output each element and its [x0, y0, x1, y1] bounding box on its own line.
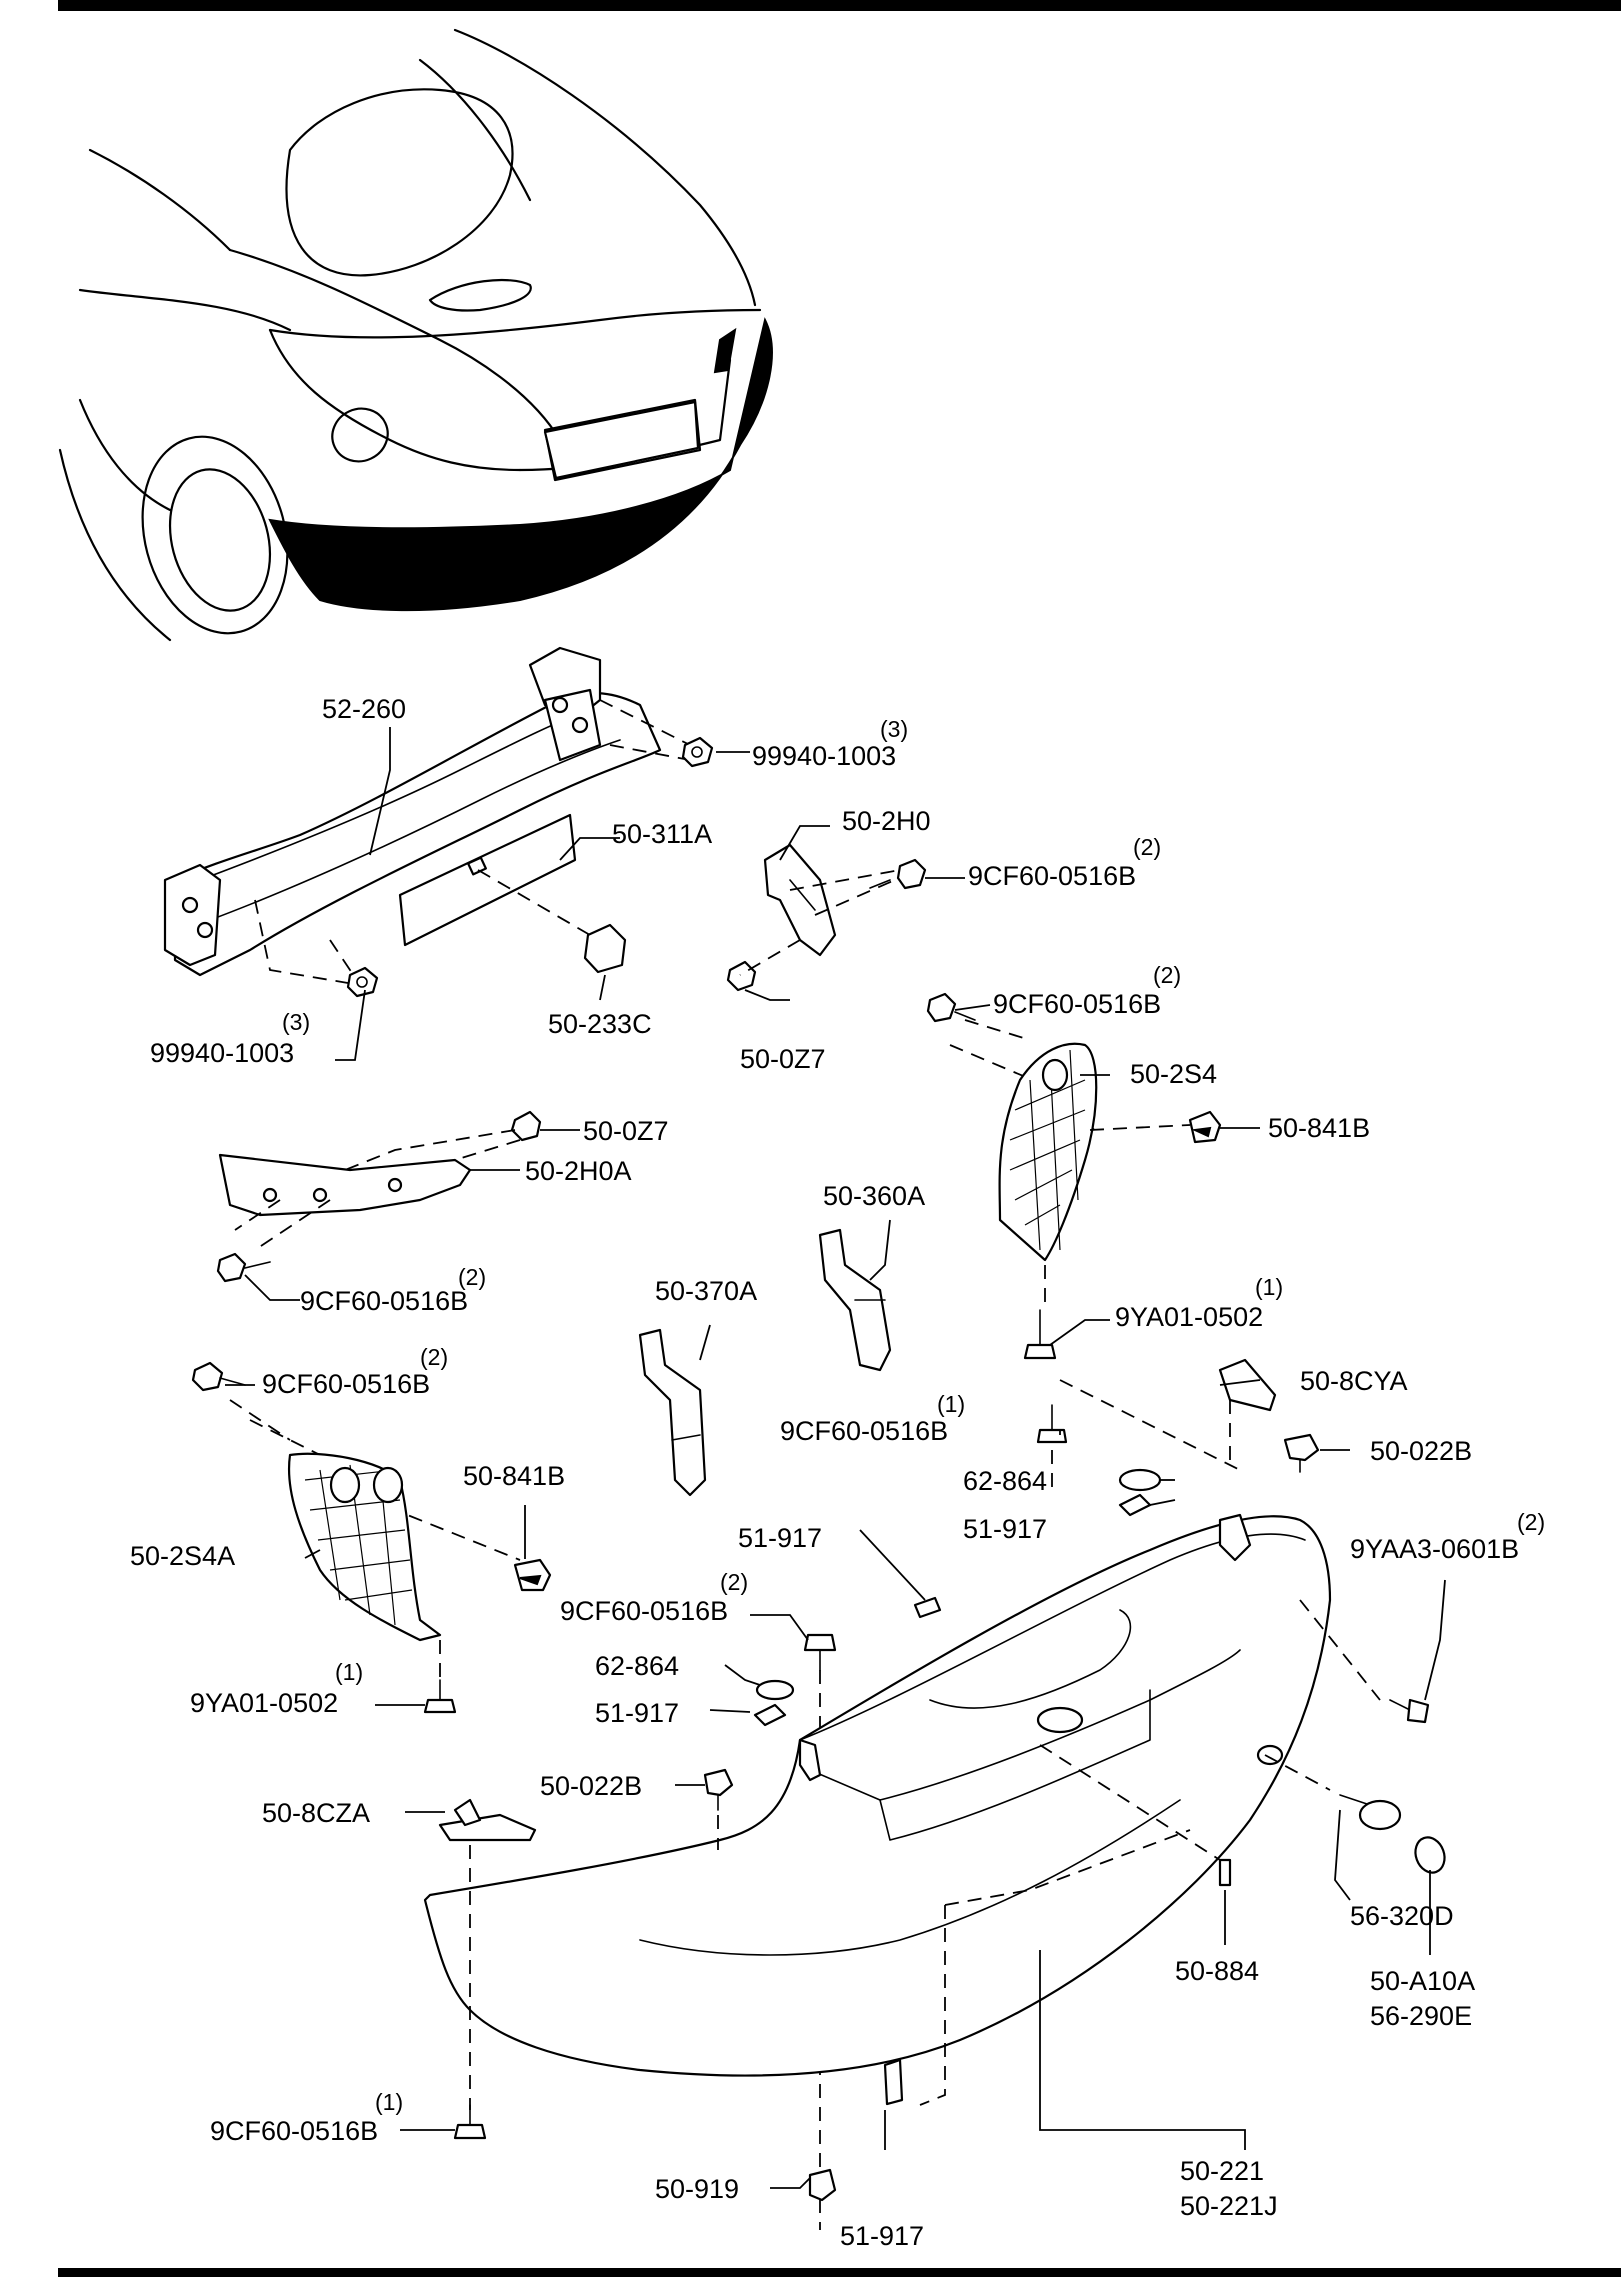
- label-56-320D: 56-320D: [1350, 1901, 1454, 1931]
- qty-9CF60-0516B-g: (1): [375, 2089, 403, 2115]
- top-border-bar: [58, 0, 1621, 11]
- bumper-fascia-50-221: [423, 1513, 1332, 2077]
- bolt-9CF60-0516B-d: [1036, 1404, 1068, 1444]
- clip-50-022B-left: [703, 1768, 734, 1811]
- label-9YA01-0502-right: 9YA01-0502: [1115, 1302, 1263, 1332]
- label-9YA01-0502-left: 9YA01-0502: [190, 1688, 338, 1718]
- clip-50-841B-right: [1188, 1110, 1222, 1144]
- cap-50-A10A: [1414, 1836, 1446, 1874]
- label-50-0Z7-a: 50-0Z7: [740, 1044, 826, 1074]
- bolt-9CF60-0516B-b: [926, 992, 976, 1023]
- license-bracket-50-311A: [398, 813, 577, 947]
- label-50-2S4: 50-2S4: [1130, 1059, 1217, 1089]
- label-50-0Z7-b: 50-0Z7: [583, 1116, 669, 1146]
- label-9CF60-0516B-b: 9CF60-0516B: [993, 989, 1161, 1019]
- qty-9YA01-0502-right: (1): [1255, 1274, 1283, 1300]
- label-9CF60-0516B-e: 9CF60-0516B: [780, 1416, 948, 1446]
- label-9CF60-0516B-f: 9CF60-0516B: [560, 1596, 728, 1626]
- leader-lines: [225, 727, 1446, 2189]
- bolt-9CF60-0516B-c: [216, 1252, 271, 1283]
- label-9CF60-0516B-d: 9CF60-0516B: [262, 1369, 430, 1399]
- label-50-2S4A: 50-2S4A: [130, 1541, 235, 1571]
- side-bracket-50-2S4A: [287, 1452, 442, 1642]
- car-rear-overview: [58, 28, 773, 642]
- label-56-290E: 56-290E: [1370, 2001, 1472, 2031]
- bumper-reinforcement-52-260: [163, 646, 662, 977]
- label-62-864-right: 62-864: [963, 1466, 1047, 1496]
- label-51-917-bottom: [883, 2058, 904, 2106]
- label-50-370A: 50-370A: [655, 1276, 757, 1306]
- label-62-864-right: [1118, 1468, 1162, 1492]
- label-50-841B-left: 50-841B: [463, 1461, 565, 1491]
- qty-99940-1003-top: (3): [880, 716, 908, 742]
- label-50-360A: 50-360A: [823, 1181, 925, 1211]
- label-50-919: 50-919: [655, 2174, 739, 2204]
- label-50-022B-right: 50-022B: [1370, 1436, 1472, 1466]
- bracket-50-8CZA: [438, 1798, 537, 1842]
- bolt-9YA01-0502-right: [1023, 1309, 1057, 1360]
- nut-99940-1003-left: [346, 966, 379, 998]
- label-62-864-left: [755, 1679, 795, 1701]
- label-51-917-right: 51-917: [963, 1514, 1047, 1544]
- side-bracket-50-2S4: [998, 1042, 1098, 1262]
- label-50-233C: 50-233C: [548, 1009, 652, 1039]
- qty-9CF60-0516B-b: (2): [1153, 962, 1181, 988]
- bolt-9CF60-0516B-g: [453, 2104, 487, 2140]
- label-50-022B-left: 50-022B: [540, 1771, 642, 1801]
- label-51-917-mid: [913, 1596, 942, 1619]
- label-51-917-left: 51-917: [595, 1698, 679, 1728]
- label-50-884: [1218, 1858, 1232, 1887]
- label-50-884: 50-884: [1175, 1956, 1259, 1986]
- nut-50-0Z7-b: [510, 1110, 542, 1142]
- label-50-221: 50-221: [1180, 2156, 1264, 2186]
- qty-9CF60-0516B-c: (2): [458, 1264, 486, 1290]
- label-9CF60-0516B-a: 9CF60-0516B: [968, 861, 1136, 891]
- label-50-8CZA: 50-8CZA: [262, 1798, 370, 1828]
- bolt-9CF60-0516B-e: [191, 1361, 246, 1392]
- label-50-841B-right: 50-841B: [1268, 1113, 1370, 1143]
- label-9CF60-0516B-g: 9CF60-0516B: [210, 2116, 378, 2146]
- label-99940-1003-top: 99940-1003: [752, 741, 896, 771]
- qty-9CF60-0516B-e: (1): [937, 1391, 965, 1417]
- bracket-50-2H0: [763, 843, 837, 957]
- qty-99940-1003-left: (3): [282, 1009, 310, 1035]
- label-51-917-left: [753, 1703, 787, 1727]
- label-99940-1003-left: 99940-1003: [150, 1038, 294, 1068]
- label-62-864-left: 62-864: [595, 1651, 679, 1681]
- bottom-border-bar: [58, 2268, 1621, 2277]
- label-52-260: 52-260: [322, 694, 406, 724]
- bracket-50-370A: [638, 1328, 707, 1497]
- qty-9CF60-0516B-d: (2): [420, 1344, 448, 1370]
- clip-50-022B-right: [1283, 1433, 1320, 1473]
- clip-50-233C: [583, 923, 627, 974]
- tow-hook-56-320D: [1339, 1794, 1402, 1831]
- label-50-2H0: 50-2H0: [842, 806, 931, 836]
- qty-9CF60-0516B-a: (2): [1133, 834, 1161, 860]
- bolt-9CF60-0516B-a: [869, 858, 927, 890]
- qty-9CF60-0516B-f: (2): [720, 1569, 748, 1595]
- bolt-9CF60-0516B-f: [803, 1633, 837, 1671]
- label-50-311A: 50-311A: [612, 819, 712, 849]
- label-51-917-right: [1118, 1493, 1152, 1517]
- nut-99940-1003-top: [681, 736, 714, 768]
- label-50-A10A: 50-A10A: [1370, 1966, 1475, 1996]
- label-50-8CYA: 50-8CYA: [1300, 1366, 1408, 1396]
- label-51-917-mid: 51-917: [738, 1523, 822, 1553]
- bracket-50-360A: [818, 1228, 892, 1372]
- label-9YAA3-0601B: 9YAA3-0601B: [1350, 1534, 1519, 1564]
- label-51-917-bottom: 51-917: [840, 2221, 924, 2251]
- qty-9YA01-0502-left: (1): [335, 1659, 363, 1685]
- qty-9YAA3-0601B: (2): [1517, 1509, 1545, 1535]
- bolt-9YAA3-0601B: [1389, 1698, 1430, 1724]
- label-50-2H0A: 50-2H0A: [525, 1156, 632, 1186]
- bracket-50-2H0A: [218, 1153, 472, 1217]
- label-9CF60-0516B-c: 9CF60-0516B: [300, 1286, 468, 1316]
- clip-50-919: [808, 2168, 837, 2202]
- clip-50-841B-left: [513, 1558, 552, 1592]
- label-50-221J: 50-221J: [1180, 2191, 1278, 2221]
- bracket-50-8CYA: [1218, 1358, 1277, 1412]
- nut-50-0Z7-a: [726, 960, 757, 992]
- bolt-9YA01-0502-left: [423, 1679, 457, 1714]
